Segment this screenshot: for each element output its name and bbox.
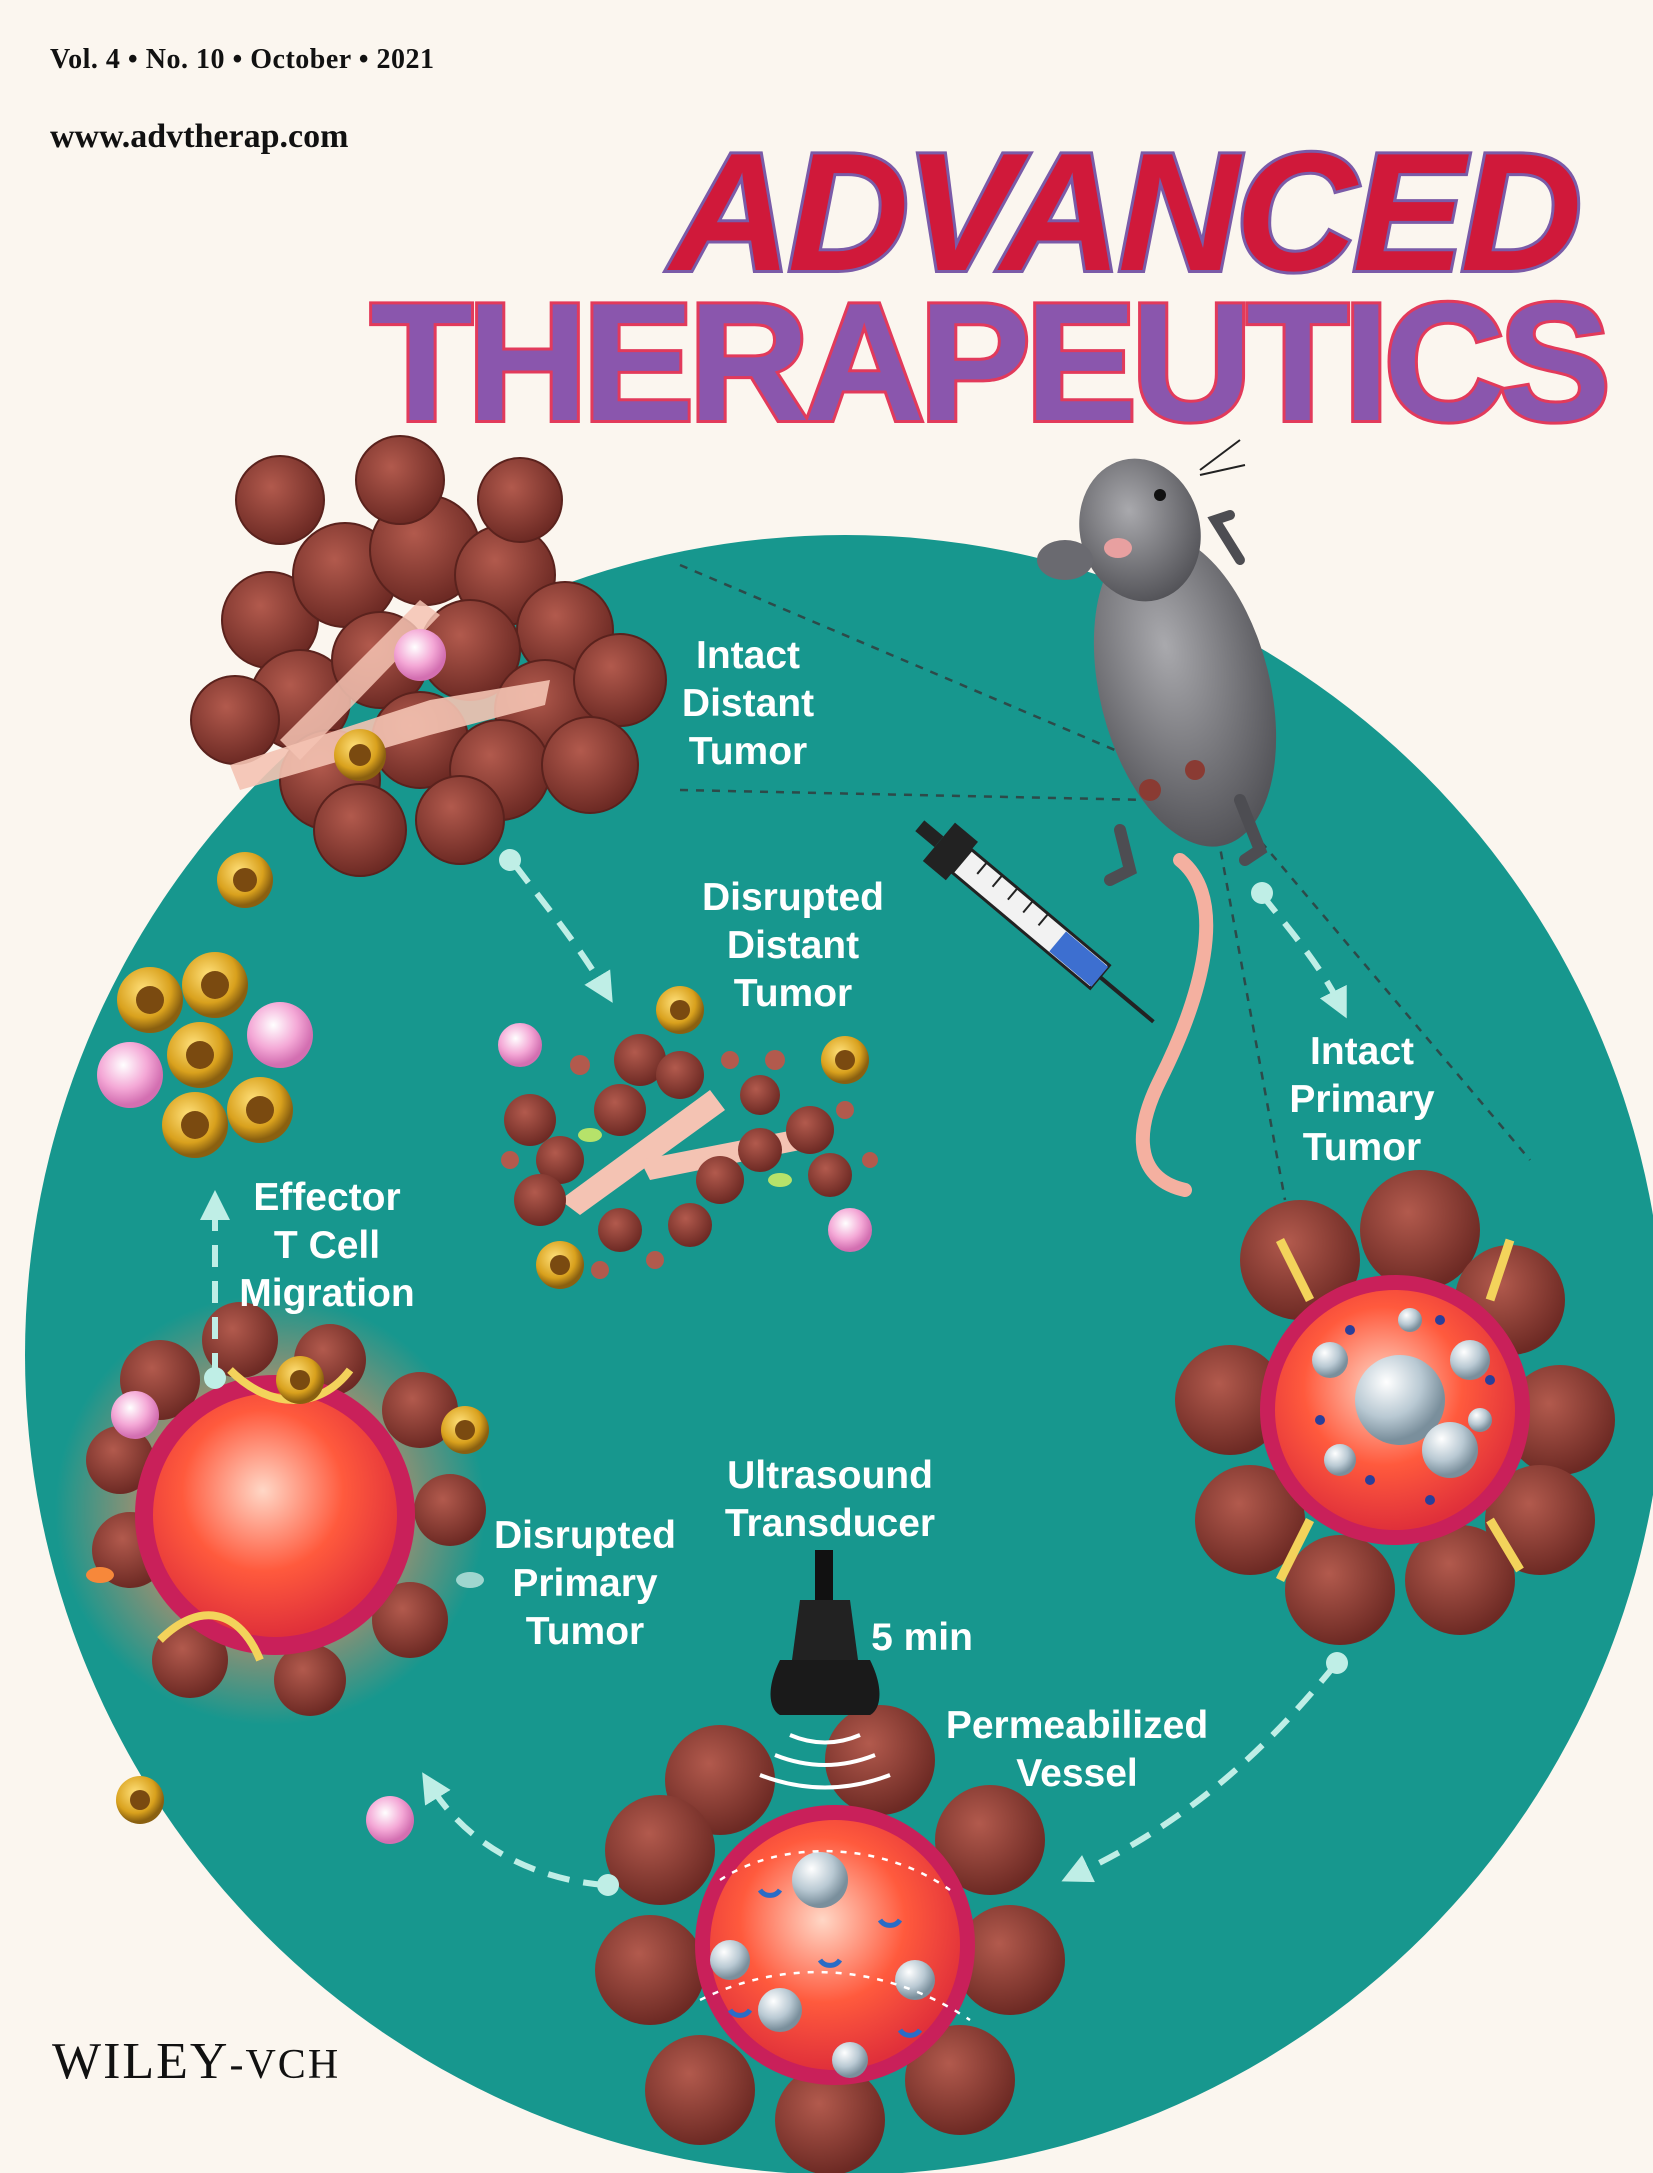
svg-text:Distant: Distant — [727, 924, 859, 967]
disrupted-distant-tumor-illustration — [498, 986, 878, 1289]
label-ultrasound-transducer: Ultrasound Transducer — [725, 1454, 935, 1545]
label-disrupted-primary-tumor: Disrupted Primary Tumor — [494, 1514, 676, 1653]
publisher-name: WILEY — [52, 2033, 230, 2090]
svg-text:Disrupted: Disrupted — [494, 1514, 676, 1557]
svg-text:Tumor: Tumor — [689, 730, 807, 773]
label-duration: 5 min — [871, 1616, 973, 1659]
svg-text:Transducer: Transducer — [725, 1502, 935, 1545]
masthead-therapeutics: THERAPEUTICS — [370, 268, 1605, 456]
svg-text:Tumor: Tumor — [734, 972, 852, 1015]
label-intact-primary-tumor: Intact Primary Tumor — [1289, 1030, 1435, 1169]
publisher-suffix: -VCH — [229, 2042, 341, 2088]
arrow-to-sonication — [1061, 1663, 1338, 1883]
mouse-illustration — [1037, 439, 1277, 1197]
ultrasound-transducer-illustration — [759, 1550, 891, 1790]
svg-text:Tumor: Tumor — [1303, 1126, 1421, 1169]
intact-primary-tumor-illustration — [1175, 1170, 1615, 1645]
process-arrows — [200, 863, 1347, 1888]
svg-text:Migration: Migration — [239, 1272, 414, 1315]
svg-text:Disrupted: Disrupted — [702, 876, 884, 919]
disrupted-primary-tumor-illustration — [55, 1295, 489, 1844]
publisher-logo: WILEY-VCH — [52, 2032, 340, 2091]
issue-line: Vol. 4 • No. 10 • October • 2021 — [50, 44, 435, 75]
guide-lines — [679, 563, 1531, 1201]
svg-text:T Cell: T Cell — [274, 1224, 380, 1267]
t-cell-cluster-illustration — [97, 852, 313, 1158]
label-disrupted-distant-tumor: Disrupted Distant Tumor — [702, 876, 884, 1015]
arrow-distant-disruption — [512, 863, 613, 1003]
svg-text:Ultrasound: Ultrasound — [727, 1454, 933, 1497]
arrow-to-disrupted-primary — [422, 1772, 606, 1888]
svg-text:Intact: Intact — [1310, 1030, 1414, 1073]
journal-url: www.advtherap.com — [50, 118, 349, 155]
syringe-illustration — [915, 820, 1155, 1024]
masthead-advanced: ADVANCED — [666, 118, 1578, 306]
svg-text:Permeabilized: Permeabilized — [946, 1704, 1208, 1747]
svg-text:Effector: Effector — [253, 1176, 400, 1219]
svg-text:Distant: Distant — [682, 682, 814, 725]
label-permeabilized-vessel: Permeabilized Vessel — [946, 1704, 1208, 1795]
svg-text:Intact: Intact — [696, 634, 800, 677]
svg-text:Vessel: Vessel — [1016, 1752, 1137, 1795]
intact-distant-tumor-illustration — [190, 435, 667, 877]
label-effector-t-cell-migration: Effector T Cell Migration — [239, 1176, 414, 1315]
sonicated-tumor-illustration — [595, 1705, 1065, 2173]
svg-text:Primary: Primary — [512, 1562, 658, 1605]
arrow-to-primary — [1259, 893, 1347, 1019]
svg-text:Primary: Primary — [1289, 1078, 1435, 1121]
journal-masthead: ADVANCED THERAPEUTICS — [367, 115, 1614, 459]
svg-text:Tumor: Tumor — [526, 1610, 644, 1653]
background-circle — [25, 535, 1653, 2173]
label-intact-distant-tumor: Intact Distant Tumor — [682, 634, 814, 773]
